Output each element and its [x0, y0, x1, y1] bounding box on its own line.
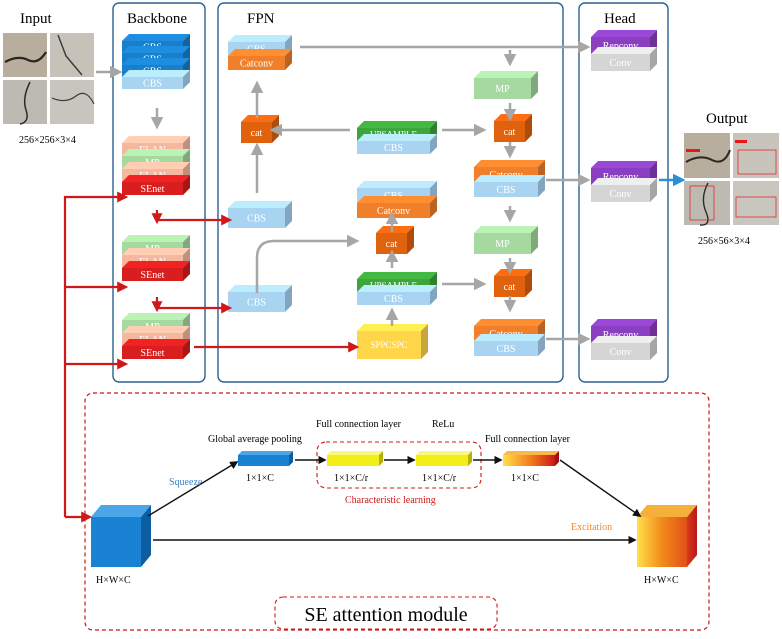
excitation-label: Excitation: [571, 522, 612, 533]
global-pool-bar: [238, 451, 293, 466]
fc-bar-2: [503, 451, 559, 466]
head-block-1-layer-2: Conv: [591, 47, 657, 71]
fpn-cat-4-label: cat: [504, 282, 516, 293]
head-block-2-layer-2: Conv: [591, 178, 657, 202]
global-pool-label: Global average pooling: [208, 434, 302, 445]
head-frame: [578, 2, 669, 383]
backbone-title: Backbone: [127, 11, 187, 27]
backbone-cbs-stack-layer-4-label: CBS: [143, 79, 162, 90]
se-arrows: [147, 455, 642, 545]
fpn-title: FPN: [247, 11, 275, 27]
se-output-cube: [637, 505, 697, 567]
fpn-sppcspc-label: SPPCSPC: [370, 340, 407, 350]
output-dims: 256×56×3×4: [698, 236, 750, 247]
backbone-stage3-layer-3-label: SEnet: [141, 270, 165, 281]
backbone-stage4-layer-3: SEnet: [122, 339, 190, 359]
head-block-2-layer-2-label: Conv: [610, 189, 632, 200]
fpn-cbs-1-label: CBS: [247, 214, 266, 225]
fpn-mp-2: MP: [474, 226, 538, 254]
head-block-2-layer-1-label: Repconv: [603, 172, 639, 183]
fpn-catconv-stack-1-layer-2-label: CBS: [497, 185, 516, 196]
output-title: Output: [706, 111, 749, 127]
backbone-stage2-layer-4: SEnet: [122, 175, 190, 195]
head-block-3-layer-1-label: Repconv: [603, 330, 639, 341]
fpn-mp-1-label: MP: [495, 84, 510, 95]
pool-dims: 1×1×C: [246, 473, 274, 484]
fpn-frame: [217, 2, 564, 383]
head-block-1-layer-1-label: Repconv: [603, 41, 639, 52]
se-title: SE attention module: [304, 604, 467, 626]
fpn-gray-arrows: [150, 40, 591, 346]
fc-label-2: Full connection layer: [485, 434, 571, 445]
fpn-upsample-2-layer-2: CBS: [357, 285, 437, 305]
head-title: Head: [604, 11, 636, 27]
fc-label-1: Full connection layer: [316, 419, 402, 430]
fpn-sppcspc: SPPCSPC: [357, 324, 428, 359]
fpn-cat-3-label: cat: [504, 127, 516, 138]
head-block-3-layer-2: Conv: [591, 336, 657, 360]
fpn-cat-1-label: cat: [251, 128, 263, 139]
fpn-cat-3: cat: [494, 114, 532, 142]
characteristic-label: Characteristic learning: [345, 495, 436, 506]
se-input-cube: [91, 505, 151, 567]
relu-dims: 1×1×C/r: [422, 473, 457, 484]
fpn-mp-2-label: MP: [495, 239, 510, 250]
characteristic-learning-box: [316, 441, 482, 489]
fpn-upsample-2-layer-2-label: CBS: [384, 294, 403, 305]
fpn-catconv-stack-2-layer-2-label: CBS: [497, 344, 516, 355]
squeeze-label: Squeeze: [169, 477, 203, 488]
fc2-dims: 1×1×C: [511, 473, 539, 484]
fpn-cbs-1: CBS: [228, 201, 292, 228]
relu-label: ReLu: [432, 419, 454, 430]
fc1-dims: 1×1×C/r: [334, 473, 369, 484]
fpn-cbs-2: CBS: [228, 285, 292, 312]
fpn-cat-4: cat: [494, 269, 532, 297]
backbone-frame: [112, 2, 206, 383]
backbone-cbs-stack-layer-4: CBS: [122, 70, 190, 90]
fpn-catconv-stack-1-layer-2: CBS: [474, 175, 545, 197]
se-output-dims: H×W×C: [644, 575, 679, 586]
se-input-dims: H×W×C: [96, 575, 131, 586]
backbone-stage4-layer-3-label: SEnet: [141, 348, 165, 359]
fpn-cbs-catconv-layer-2: Catconv: [357, 196, 437, 218]
fpn-cat-2-label: cat: [386, 239, 398, 250]
input-title: Input: [20, 11, 52, 27]
fpn-upsample-1-layer-2: CBS: [357, 134, 437, 154]
backbone-stage2-layer-4-label: SEnet: [141, 184, 165, 195]
se-title-box: [274, 596, 498, 630]
fpn-top-stack-layer-2-label: Catconv: [240, 59, 273, 70]
head-block-3-layer-2-label: Conv: [610, 347, 632, 358]
output-images: [684, 133, 779, 226]
fpn-cbs-catconv-layer-2-label: Catconv: [377, 206, 410, 217]
fpn-cat-2: cat: [376, 226, 414, 254]
input-images: [3, 33, 95, 125]
fpn-upsample-1-layer-2-label: CBS: [384, 143, 403, 154]
fc-bar-1: [327, 451, 383, 466]
input-dims: 256×256×3×4: [19, 135, 76, 146]
fpn-cbs-2-label: CBS: [247, 298, 266, 309]
fpn-catconv-stack-2-layer-2: CBS: [474, 334, 545, 356]
head-block-1-layer-2-label: Conv: [610, 58, 632, 69]
relu-bar: [416, 451, 472, 466]
fpn-top-stack-layer-2: Catconv: [228, 49, 292, 70]
fpn-mp-1: MP: [474, 71, 538, 99]
red-skip-arrows: [63, 191, 360, 523]
backbone-stage3-layer-3: SEnet: [122, 261, 190, 281]
